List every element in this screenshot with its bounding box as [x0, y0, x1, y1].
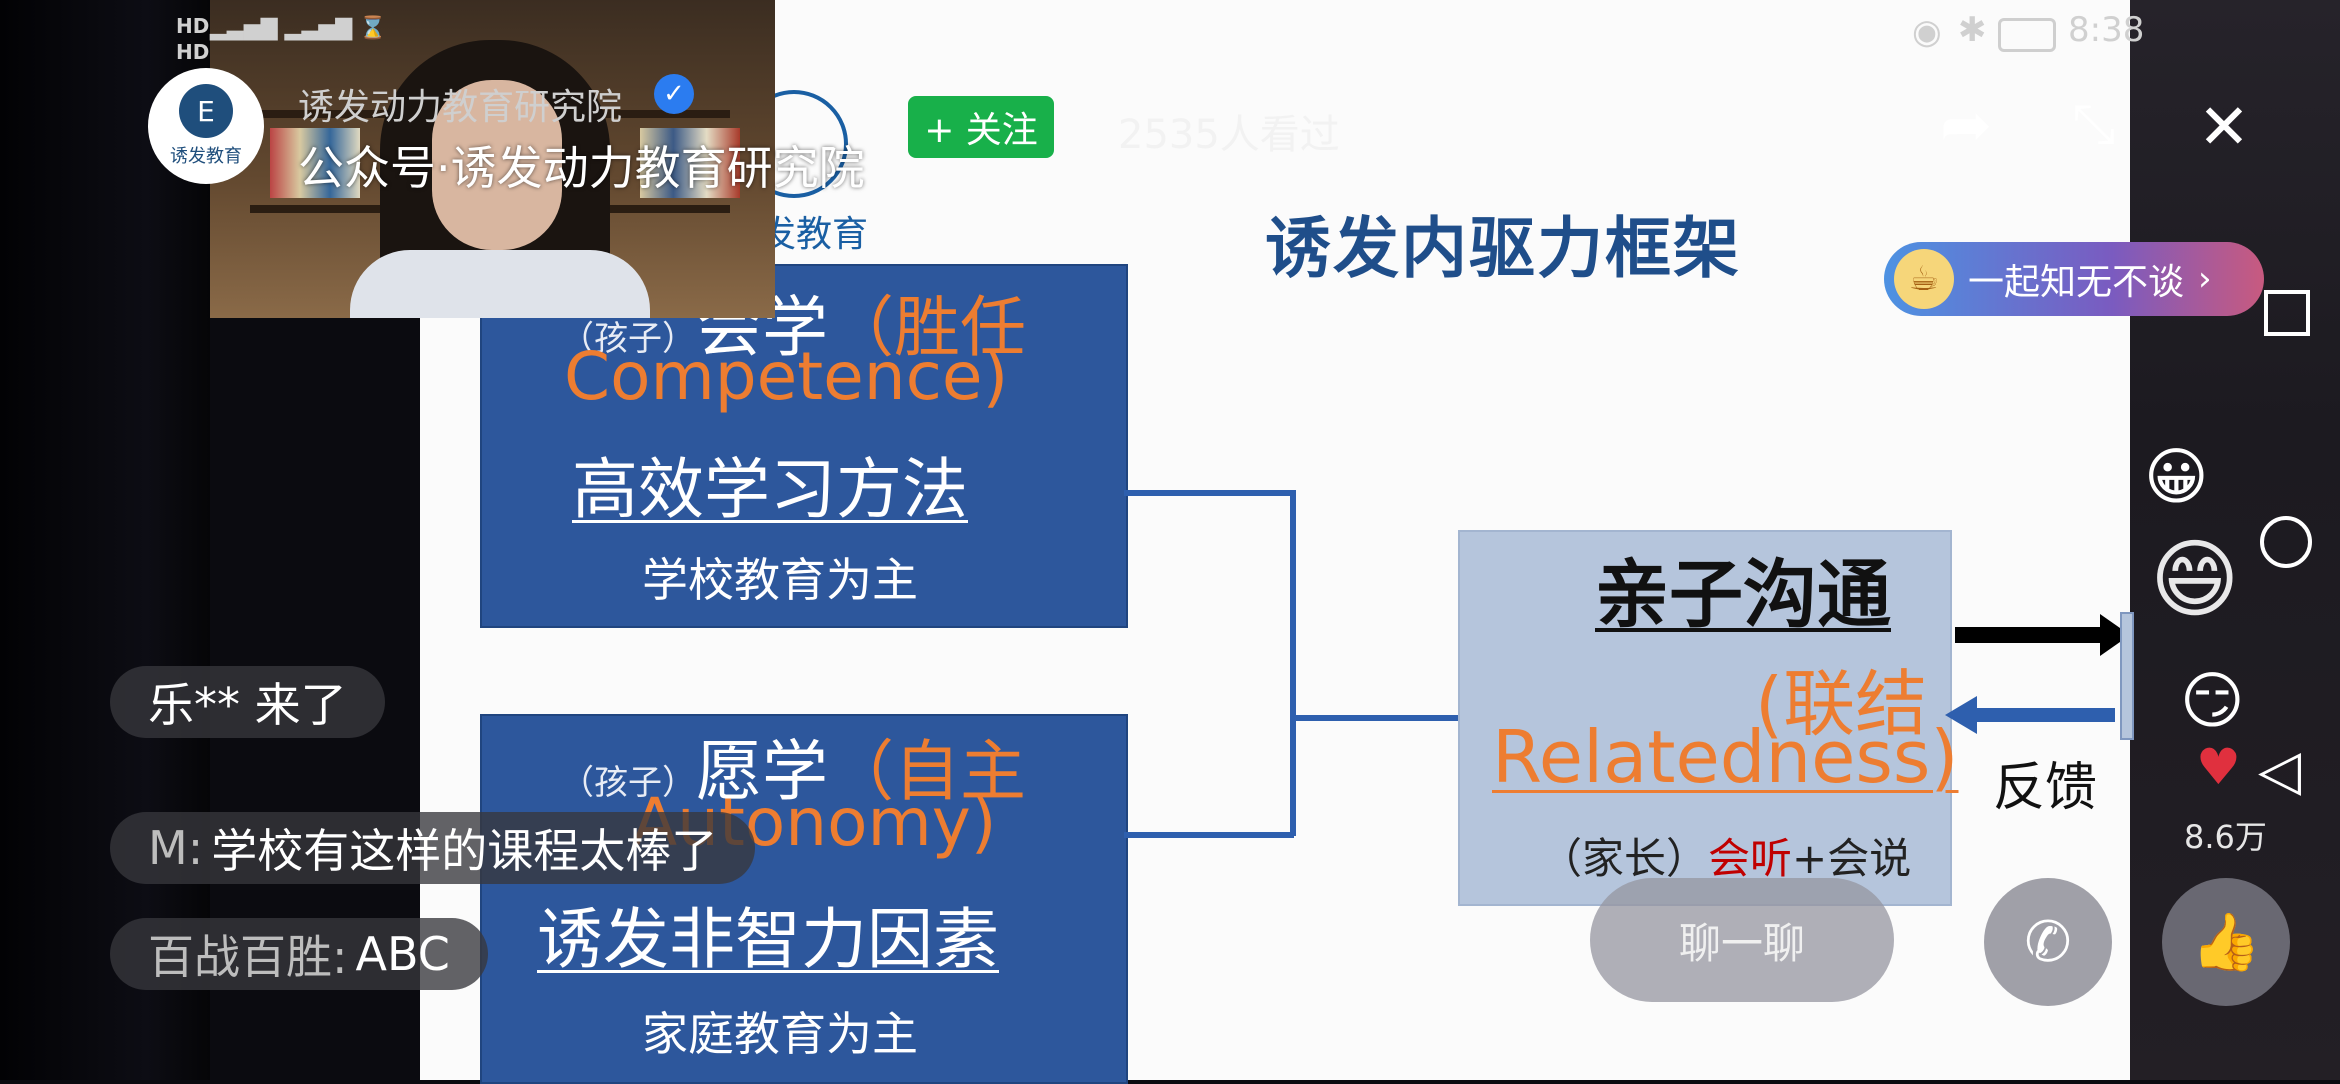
relatedness-footer: （家长）会听+会说 [1540, 825, 1911, 886]
relatedness-footer-prefix: （家长） [1540, 834, 1709, 883]
books [270, 128, 360, 198]
hd-badge: HD [176, 14, 210, 38]
box2-verb: 愿学 [696, 733, 828, 810]
thumbs-up-icon: 👍 [2191, 910, 2261, 975]
emoji-reaction-icon: 😏 [2180, 664, 2245, 737]
relatedness-box [1458, 530, 1952, 906]
like-button[interactable]: 👍 [2162, 878, 2290, 1006]
box1-prefix: （孩子） [560, 319, 696, 359]
relatedness-tag: (联结 [1755, 662, 1928, 746]
box1-footer: 学校教育为主 [642, 553, 918, 607]
signal-icon: ▂▃▅▇ ▂▃▅▇ ⌛ [210, 16, 387, 41]
eye-icon: ◉ [1912, 12, 1942, 52]
chat-message: M: 学校有这样的课程太棒了 [110, 812, 756, 884]
like-count: 8.6万 [2184, 818, 2267, 856]
channel-avatar[interactable]: E 诱发教育 [148, 68, 264, 184]
tea-cup-icon: ☕ [1894, 249, 1954, 309]
relatedness-title: 亲子沟通 [1595, 552, 1891, 638]
feedback-label: 反馈 [1993, 758, 2098, 818]
verified-icon: ✓ [654, 74, 694, 114]
connector-vertical [1290, 490, 1296, 836]
competence-box: （孩子）会学（胜任 Competence) 高效学习方法 学校教育为主 [480, 264, 1128, 628]
discussion-pill[interactable]: ☕ 一起知无不谈 › [1884, 242, 2264, 316]
person-face [432, 80, 562, 250]
chat-message: 百战百胜: ABC [110, 918, 488, 990]
arrow-left-icon [1945, 696, 1977, 734]
chat-message: 乐** 来了 [110, 666, 385, 738]
box2-tag: （自主 [828, 733, 1026, 810]
clock: 8:38 [2068, 10, 2145, 50]
slide-logo-text: 发教育 [760, 214, 869, 255]
share-icon[interactable]: ➦ [1940, 88, 1992, 161]
viewer-count: 2535人看过 [1118, 112, 1340, 158]
offscreen-box-edge [2120, 612, 2134, 740]
arrow-left-line [1975, 708, 2115, 722]
box1-tag-en: Competence) [564, 338, 1009, 415]
bluetooth-icon: ✱ [1958, 10, 1987, 50]
chat-author: 百战百胜: [148, 930, 348, 984]
recent-apps-icon[interactable] [2264, 290, 2310, 336]
person-shirt [350, 250, 650, 318]
slide-title: 诱发内驱力框架 [1265, 210, 1741, 287]
battery-icon [1998, 18, 2056, 52]
video-call-button[interactable]: ✆ [1984, 878, 2112, 1006]
books [640, 128, 740, 198]
chat-button[interactable]: 聊一聊 [1590, 878, 1894, 1002]
chat-text: 学校有这样的课程太棒了 [211, 824, 718, 878]
chat-text: ABC [355, 927, 450, 981]
minimize-icon[interactable]: ⤡ [2072, 92, 2116, 155]
close-icon[interactable]: ✕ [2198, 90, 2250, 163]
emoji-reaction-icon: 😄 [2150, 530, 2240, 630]
chevron-right-icon: › [2198, 259, 2212, 299]
left-black-band [0, 0, 210, 1080]
arrow-right-line [1955, 627, 2115, 643]
connector-middle [1296, 715, 1460, 721]
box1-tag: （胜任 [828, 289, 1026, 366]
avatar-label: 诱发教育 [170, 146, 242, 167]
heart-icon: ♥ [2196, 738, 2241, 796]
box2-footer: 家庭教育为主 [642, 1007, 918, 1061]
emoji-reaction-icon: 😀 [2144, 440, 2209, 513]
chat-author: M: [148, 821, 204, 875]
autonomy-box: （孩子）愿学（自主 Autonomy) 诱发非智力因素 家庭教育为主 [480, 714, 1128, 1084]
relatedness-tag-en: Relatedness) [1492, 715, 1959, 799]
box2-method: 诱发非智力因素 [537, 901, 999, 978]
back-icon[interactable]: ◁ [2258, 738, 2302, 803]
phone-video-icon: ✆ [2024, 909, 2072, 975]
logo-icon: E [179, 84, 233, 138]
home-icon[interactable] [2260, 516, 2312, 568]
box2-prefix: （孩子） [560, 763, 696, 803]
box1-method: 高效学习方法 [572, 451, 968, 528]
webcam-video[interactable] [210, 0, 775, 318]
relatedness-footer-suffix: +会说 [1792, 834, 1912, 883]
connector-top [1124, 490, 1294, 496]
relatedness-footer-red: 会听 [1708, 834, 1793, 883]
hd-badge: HD [176, 40, 210, 64]
channel-name[interactable]: 诱发动力教育研究院 [298, 87, 623, 128]
follow-button[interactable]: + 关注 [908, 96, 1054, 158]
chat-text: 乐** 来了 [148, 678, 347, 732]
connector-bottom [1124, 832, 1294, 838]
channel-subtitle: 公众号·诱发动力教育研究院 [298, 141, 865, 195]
discussion-pill-label: 一起知无不谈 [1968, 262, 2185, 303]
